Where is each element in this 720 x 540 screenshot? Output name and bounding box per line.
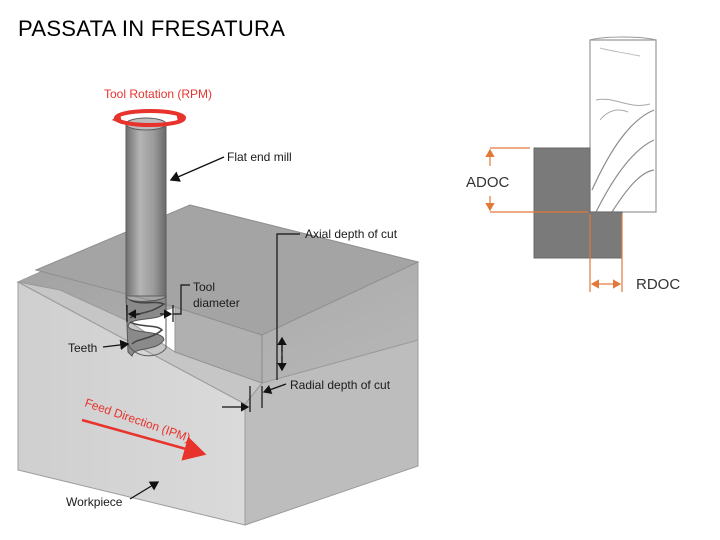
teeth-leader-line bbox=[102, 339, 130, 351]
end-mill-tool bbox=[125, 117, 167, 358]
feed-arrow bbox=[81, 418, 207, 461]
rotation-arrow-icon bbox=[112, 109, 186, 127]
tool-diameter-label-line2: diameter bbox=[193, 296, 240, 310]
radial-depth-dimension bbox=[222, 383, 287, 412]
rotation-label: Tool Rotation (RPM) bbox=[104, 87, 212, 101]
axial-depth-label: Axial depth of cut bbox=[305, 227, 398, 241]
side-tool bbox=[589, 36, 657, 213]
radial-depth-label: Radial depth of cut bbox=[290, 378, 391, 392]
tool-label: Flat end mill bbox=[227, 150, 292, 164]
rdoc-label: RDOC bbox=[636, 276, 680, 293]
workpiece-label: Workpiece bbox=[66, 495, 123, 509]
workpiece-block bbox=[16, 204, 420, 526]
teeth-label: Teeth bbox=[68, 341, 97, 355]
axial-depth-dimension bbox=[276, 233, 300, 380]
adoc-label: ADOC bbox=[466, 174, 510, 191]
tool-leader-line bbox=[169, 156, 225, 182]
tool-diameter-dimension bbox=[126, 284, 190, 322]
side-view-diagram bbox=[485, 36, 657, 292]
workpiece-leader-line bbox=[129, 481, 160, 500]
tool-diameter-label-line1: Tool bbox=[193, 280, 215, 294]
slide-title: PASSATA IN FRESATURA bbox=[18, 16, 286, 41]
